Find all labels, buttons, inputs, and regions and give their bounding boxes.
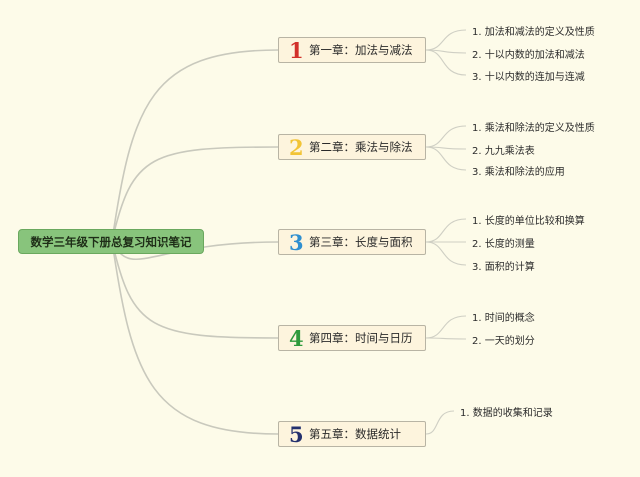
leaf-item-4-1[interactable]: 1. 时间的概念 <box>472 313 535 324</box>
connector-leaf-1-1 <box>425 29 467 51</box>
connector-leaf-2-1 <box>425 125 467 148</box>
chapter-number-5: 5 <box>289 421 304 447</box>
chapter-title-2: 第二章：乘法与除法 <box>309 140 413 154</box>
root-title: 数学三年级下册总复习知识笔记 <box>30 234 192 249</box>
chapter-title-3: 第三章：长度与面积 <box>309 235 413 249</box>
connector-chapter-2 <box>111 146 279 242</box>
leaf-item-1-2[interactable]: 2. 十以内数的加法和减法 <box>472 50 585 61</box>
connector-leaf-5-1 <box>425 410 455 435</box>
leaf-item-1-1[interactable]: 1. 加法和减法的定义及性质 <box>472 27 595 38</box>
connector-leaf-2-3 <box>425 146 467 171</box>
connector-chapter-5 <box>111 240 279 435</box>
connector-chapter-4 <box>111 240 279 339</box>
leaf-item-3-2[interactable]: 2. 长度的测量 <box>472 239 535 250</box>
chapter-title-5: 第五章：数据统计 <box>309 427 401 441</box>
chapter-number-1: 1 <box>289 37 304 63</box>
connector-leaf-4-2 <box>425 337 467 340</box>
chapter-node-3[interactable]: 3 第三章：长度与面积 <box>278 229 426 255</box>
connector-leaf-4-1 <box>425 315 467 339</box>
leaf-item-2-2[interactable]: 2. 九九乘法表 <box>472 146 535 157</box>
chapter-node-1[interactable]: 1 第一章：加法与减法 <box>278 37 426 63</box>
leaf-item-1-3[interactable]: 3. 十以内数的连加与连减 <box>472 72 585 83</box>
root-topic[interactable]: 数学三年级下册总复习知识笔记 <box>18 229 204 254</box>
chapter-number-2: 2 <box>289 134 304 160</box>
connector-leaf-3-1 <box>425 218 467 243</box>
chapter-node-5[interactable]: 5 第五章：数据统计 <box>278 421 426 447</box>
connector-leaf-3-3 <box>425 241 467 266</box>
chapter-node-4[interactable]: 4 第四章：时间与日历 <box>278 325 426 351</box>
leaf-item-2-3[interactable]: 3. 乘法和除法的应用 <box>472 167 565 178</box>
leaf-item-3-3[interactable]: 3. 面积的计算 <box>472 262 535 273</box>
leaf-item-5-1[interactable]: 1. 数据的收集和记录 <box>460 408 553 419</box>
chapter-title-1: 第一章：加法与减法 <box>309 43 413 57</box>
chapter-title-4: 第四章：时间与日历 <box>309 331 413 345</box>
chapter-number-3: 3 <box>289 229 304 255</box>
leaf-item-4-2[interactable]: 2. 一天的划分 <box>472 336 535 347</box>
connector-chapter-1 <box>111 49 279 242</box>
chapter-node-2[interactable]: 2 第二章：乘法与除法 <box>278 134 426 160</box>
connector-leaf-1-3 <box>425 49 467 76</box>
chapter-number-4: 4 <box>289 325 304 351</box>
leaf-item-2-1[interactable]: 1. 乘法和除法的定义及性质 <box>472 123 595 134</box>
leaf-item-3-1[interactable]: 1. 长度的单位比较和换算 <box>472 216 585 227</box>
